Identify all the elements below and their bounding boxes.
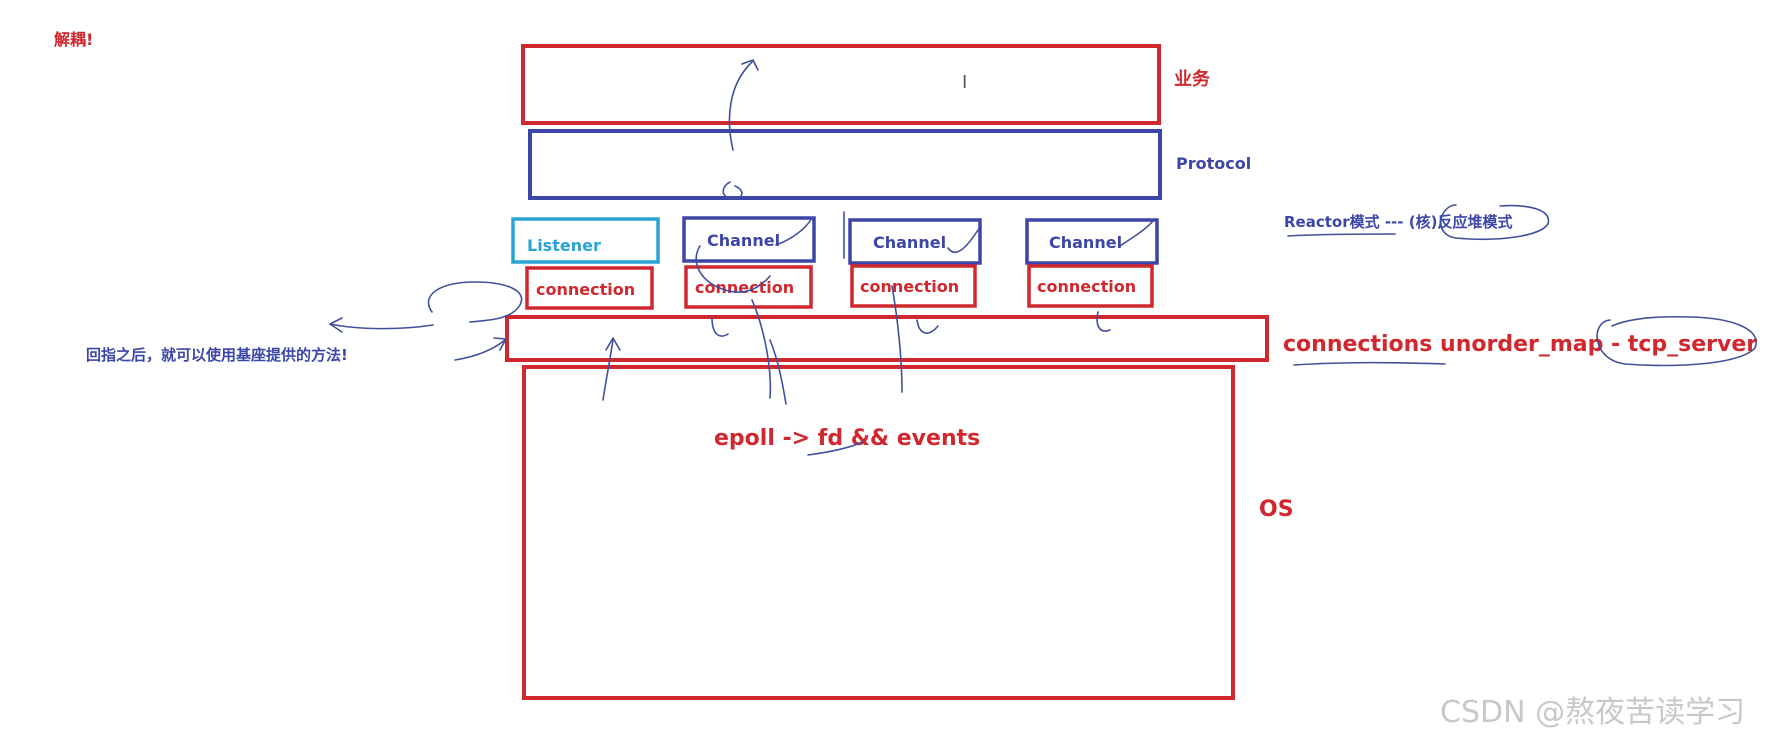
business-layer-box (521, 44, 1161, 125)
connection-label-4: connection (1037, 277, 1136, 296)
annotation-curl-protocol (722, 181, 743, 200)
annotation-underline-epoll (807, 441, 863, 456)
annotation-arrow-into-base (454, 339, 506, 361)
channel-label-2: Channel (873, 233, 946, 252)
connections-map-label: connections unorder_map - tcp_server (1283, 332, 1757, 357)
annotation-hook-connection-3 (916, 319, 939, 334)
annotation-curl-channel-1 (775, 217, 813, 246)
connection-box-4 (1027, 264, 1154, 308)
annotation-curve-connection-2b (769, 339, 787, 405)
handwritten-annotations (329, 59, 1757, 456)
connection-label-1: connection (536, 280, 635, 299)
channel-label-3: Channel (1049, 233, 1122, 252)
protocol-label: Protocol (1176, 154, 1251, 173)
annotation-arrowhead-os (605, 337, 621, 351)
business-label: 业务 (1174, 68, 1211, 90)
annotation-loop-connection-1 (427, 281, 523, 323)
annotation-arrowhead-base (493, 337, 507, 351)
connection-box-1 (525, 266, 654, 310)
connection-box-3 (850, 264, 977, 308)
listener-label: Listener (527, 236, 601, 255)
annotation-arrow-left (329, 323, 434, 330)
annotation-curve-connection-2 (751, 299, 772, 399)
os-box (522, 365, 1235, 700)
annotation-underline-reactor (1287, 233, 1396, 237)
annotation-underline-map (1293, 361, 1446, 366)
connections-map-box (505, 315, 1269, 362)
protocol-layer-box (528, 129, 1162, 200)
text-cursor-icon: I (962, 72, 967, 93)
annotation-curve-connection-3 (891, 285, 903, 393)
annotation-arrow-to-business (728, 61, 753, 151)
channel-box-1 (682, 216, 816, 263)
annotation-tick-channel-2 (947, 229, 979, 254)
annotation-arrowhead-business (741, 59, 759, 71)
connection-box-2 (684, 265, 813, 309)
channel-label-1: Channel (707, 231, 780, 250)
channel-box-3 (1025, 218, 1159, 265)
annotation-curl-channel-1b (695, 245, 771, 293)
reactor-label: Reactor模式 --- (核)反应堆模式 (1284, 213, 1512, 231)
annotation-tick-channel-3 (1119, 221, 1153, 247)
connection-label-3: connection (860, 277, 959, 296)
annotation-hook-connection-2 (711, 317, 729, 337)
os-label: OS (1259, 497, 1294, 522)
annotation-circle-core (1440, 204, 1550, 241)
listener-box (511, 217, 660, 264)
watermark: CSDN @熬夜苦读学习 (1440, 695, 1745, 730)
back-pointer-label: 回指之后，就可以使用基座提供的方法! (86, 346, 348, 364)
annotation-hook-connection-4 (1096, 311, 1111, 332)
annotation-arrow-os-up (602, 339, 614, 401)
connection-label-2: connection (695, 278, 794, 297)
annotation-arrowhead-left (329, 317, 343, 333)
annotation-circle-tcp-server (1596, 315, 1757, 367)
decouple-label: 解耦! (54, 30, 93, 49)
channel-box-2 (848, 218, 982, 265)
